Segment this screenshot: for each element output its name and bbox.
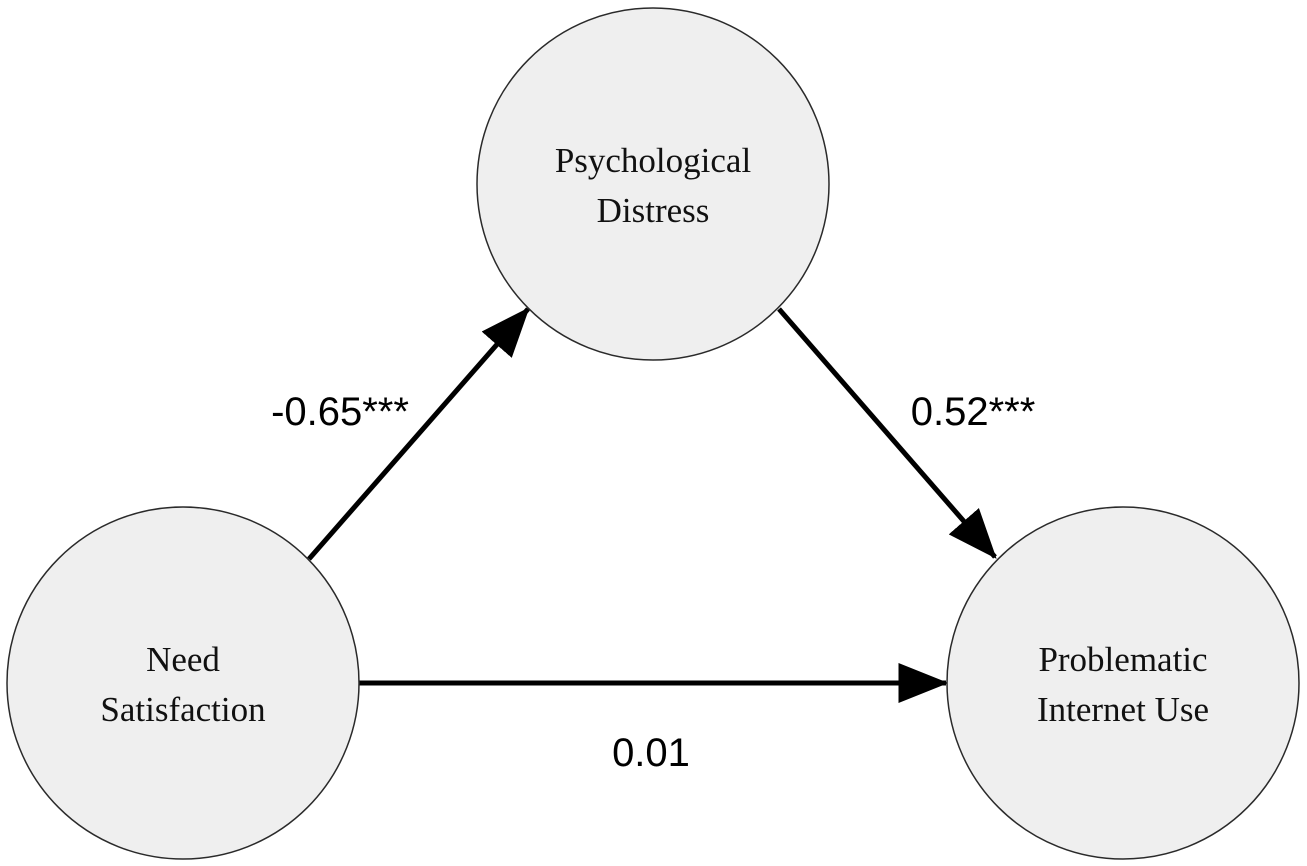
coefficient-need-to-piu: 0.01	[612, 731, 690, 775]
node-circle-problematic-internet-use	[946, 506, 1300, 860]
edge-distress-to-piu	[777, 307, 997, 559]
node-problematic-internet-use: Problematic Internet Use	[946, 506, 1300, 860]
node-circle-psychological-distress	[476, 7, 830, 361]
node-label-problematic-internet-use-line1: Problematic	[1038, 640, 1207, 679]
coefficient-distress-to-piu: 0.52***	[911, 390, 1036, 434]
arrow-distress-to-piu	[777, 307, 997, 559]
node-label-psychological-distress-line2: Distress	[597, 191, 710, 230]
node-psychological-distress: Psychological Distress	[476, 7, 830, 361]
edge-need-to-distress	[307, 307, 530, 561]
arrow-need-to-distress	[307, 307, 530, 561]
node-label-need-satisfaction-line2: Satisfaction	[100, 690, 265, 729]
node-label-need-satisfaction-line1: Need	[146, 640, 220, 679]
node-circle-need-satisfaction	[6, 506, 360, 860]
node-label-psychological-distress-line1: Psychological	[555, 141, 752, 180]
node-need-satisfaction: Need Satisfaction	[6, 506, 360, 860]
node-label-problematic-internet-use-line2: Internet Use	[1037, 690, 1209, 729]
coefficient-need-to-distress: -0.65***	[271, 390, 409, 434]
